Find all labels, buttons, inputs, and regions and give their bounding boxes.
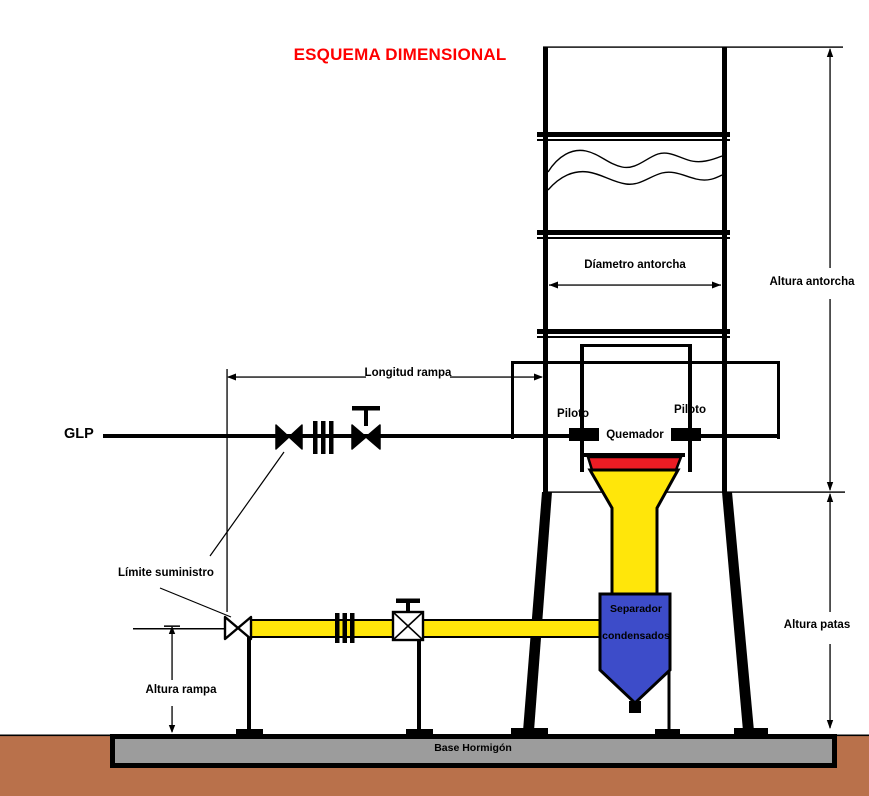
stack-top-line [543, 46, 843, 48]
dim-altura-rampa [164, 625, 180, 733]
burner-top-bar [584, 453, 685, 457]
legs-top-line [543, 491, 845, 493]
diametro-antorcha-label: Díametro antorcha [584, 259, 686, 271]
concrete-base [115, 739, 832, 763]
foot-pad-leg-left [511, 728, 548, 736]
burner-flame-section [586, 455, 683, 472]
separador-label-line2: condensados [602, 630, 670, 642]
base-hormigon-label: Base Hormigón [434, 742, 512, 754]
page-title: ESQUEMA DIMENSIONAL [293, 45, 507, 64]
ramp-support-leg-1 [247, 637, 251, 732]
stack-wall-left [543, 47, 548, 493]
globe-valve-lower-icon [391, 598, 425, 642]
globe-valve-upper-icon [351, 406, 381, 450]
foot-pad-separator [655, 729, 680, 736]
burner-frame-top [580, 344, 692, 347]
limite-suministro-label: Límite suministro [118, 567, 214, 579]
platform-top-line [511, 361, 780, 364]
burner-line-right [700, 434, 780, 438]
stack-flange-1 [537, 132, 730, 141]
stack-flange-3 [537, 329, 730, 338]
ramp-reference-line [133, 628, 225, 630]
shutoff-valve-icon [275, 424, 303, 450]
pilot-tube-left [580, 344, 584, 472]
ramp-support-leg-2 [417, 637, 421, 732]
ramp-pipe [250, 619, 604, 638]
quemador-label: Quemador [606, 429, 664, 441]
pilot-tip-left [569, 428, 599, 441]
platform-left-wall [511, 361, 514, 439]
piloto-left-label: Piloto [557, 408, 589, 420]
pilot-tube-right [688, 344, 692, 472]
foot-pad-1 [236, 729, 263, 736]
leader-line-lower-valve [159, 587, 232, 618]
glp-supply-line [103, 434, 570, 438]
dim-longitud-rampa [226, 369, 543, 612]
leader-line-upper-valve [209, 451, 285, 557]
piloto-right-label: Piloto [674, 404, 706, 416]
wavy-line-1 [547, 149, 723, 173]
separador-label-line1: Separador [610, 603, 662, 615]
pilot-tip-right [671, 428, 701, 441]
dim-altura-patas [826, 493, 834, 729]
stack-flange-2 [537, 230, 730, 239]
altura-patas-label: Altura patas [783, 619, 851, 631]
dim-diametro-antorcha [549, 281, 721, 289]
stack-wall-right [722, 47, 727, 493]
flange-bars-lower [335, 613, 355, 643]
glp-label: GLP [64, 426, 94, 442]
tower-leg-right [722, 492, 754, 731]
foot-pad-2 [406, 729, 433, 736]
altura-rampa-label: Altura rampa [145, 684, 217, 696]
altura-antorcha-label: Altura antorcha [769, 276, 855, 288]
ramp-valve-icon [223, 615, 253, 641]
riser-funnel [587, 468, 681, 596]
platform-right-wall [777, 361, 780, 439]
flange-bars-upper [313, 421, 334, 454]
foot-pad-leg-right [734, 728, 768, 736]
separator-support-leg [667, 670, 671, 732]
longitud-rampa-label: Longitud rampa [364, 367, 452, 379]
separator-drain-stub [629, 701, 641, 713]
tower-leg-left [523, 492, 552, 731]
dim-altura-antorcha [826, 48, 834, 491]
condensate-separator [598, 592, 672, 706]
wavy-line-2 [547, 170, 723, 191]
